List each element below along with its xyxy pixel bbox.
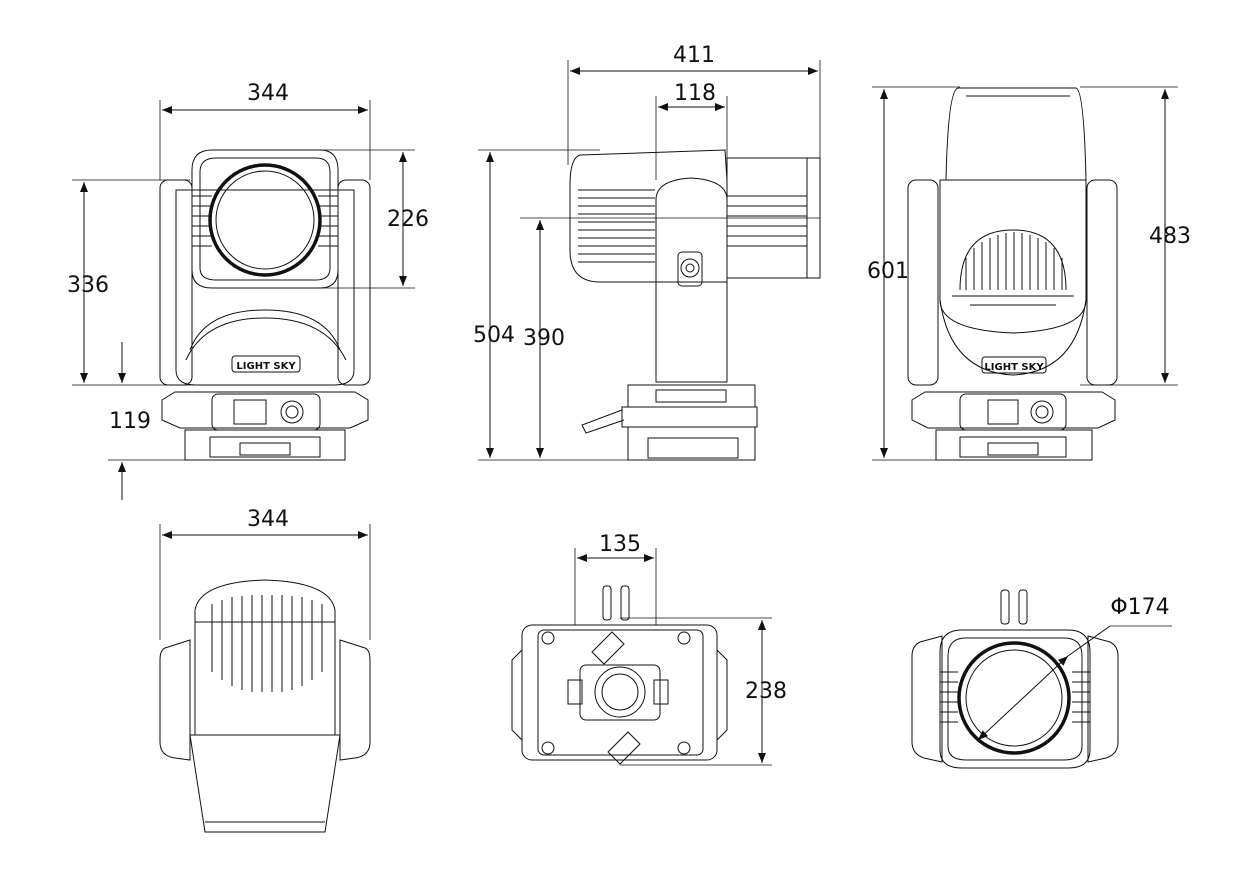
back-view: 601 483 LIGHT SKY <box>867 86 1191 461</box>
front-base-height-label: 119 <box>109 409 151 434</box>
back-brand-label: LIGHT SKY <box>984 362 1044 373</box>
side-arm-width-label: 118 <box>674 81 716 106</box>
lens-diameter-label: Φ174 <box>1110 595 1169 620</box>
side-pivot-height-label: 390 <box>523 326 565 351</box>
back-head-height-label: 483 <box>1149 224 1191 249</box>
top-view: 344 <box>159 507 371 833</box>
side-width-label: 411 <box>673 43 715 68</box>
front-height-label: 336 <box>67 273 109 298</box>
front-width-label: 344 <box>247 81 289 106</box>
bottom-clamp-width-label: 135 <box>599 532 641 557</box>
side-total-height-label: 504 <box>473 323 515 348</box>
side-view: 411 118 504 390 <box>473 43 821 461</box>
front-lens-height-label: 226 <box>387 207 429 232</box>
bottom-depth-label: 238 <box>745 679 787 704</box>
back-total-height-label: 601 <box>867 259 909 284</box>
top-width-label: 344 <box>247 507 289 532</box>
front-brand-label: LIGHT SKY <box>236 361 296 372</box>
bottom-view: 135 238 <box>511 532 787 766</box>
lens-view: Φ174 <box>911 589 1172 769</box>
front-view: 344 336 226 119 LIGHT SKY <box>67 81 429 500</box>
